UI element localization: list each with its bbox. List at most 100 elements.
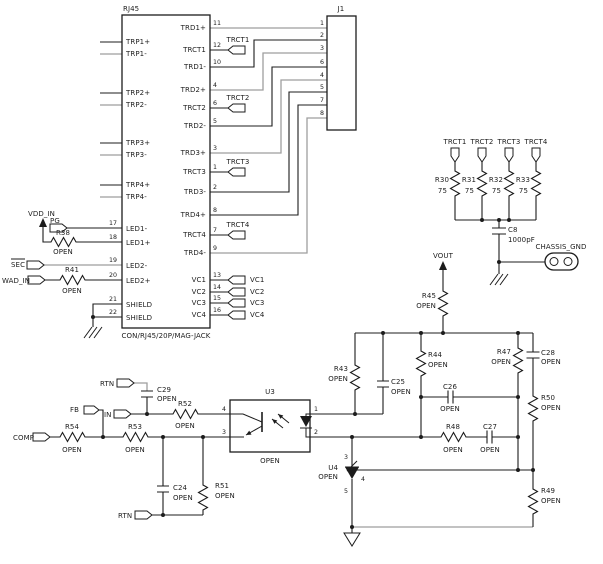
in-flag — [113, 409, 132, 419]
rj45-pin-number: 16 — [213, 307, 221, 314]
pg-net-label: PG — [50, 217, 60, 225]
capacitor-c24 — [157, 485, 169, 493]
c24-ref: C24 — [173, 484, 188, 492]
rj45-pin-number: 11 — [213, 20, 221, 27]
wires-gray — [44, 27, 533, 528]
c29-value: OPEN — [157, 395, 177, 403]
signal-ground-triangle — [343, 532, 361, 547]
vc1-flag — [227, 275, 246, 285]
rj45-pin-label: VC3 — [192, 299, 206, 307]
rj45-pin-number: 10 — [213, 59, 221, 66]
rj45-pin-label: SHIELD — [126, 314, 152, 322]
r31-value: 75 — [465, 187, 474, 195]
j1-pin-number: 5 — [320, 84, 324, 91]
u4-pin-number: 5 — [344, 488, 348, 495]
rj45-pin-number: 19 — [109, 257, 117, 264]
rj45-pin-number: 5 — [213, 118, 217, 125]
r41-ref: R41 — [65, 266, 79, 274]
r47-value: OPEN — [491, 358, 511, 366]
r45-value: OPEN — [416, 302, 436, 310]
r30-value: 75 — [438, 187, 447, 195]
r52-ref: R52 — [178, 400, 192, 408]
c27-value: OPEN — [480, 446, 500, 454]
chassis-ground-hatch — [489, 273, 509, 286]
resistor-r48 — [438, 431, 469, 443]
capacitor-c8 — [492, 227, 506, 235]
j1-pin-number: 2 — [320, 32, 324, 39]
rj45-connector-body — [121, 14, 211, 329]
j1-pin-number: 3 — [320, 45, 324, 52]
r30-ref: R30 — [435, 176, 449, 184]
light-arrow-1 — [272, 419, 278, 424]
vc3-net-label: VC3 — [250, 299, 264, 307]
r47-ref: R47 — [497, 348, 511, 356]
vc2-net-label: VC2 — [250, 288, 264, 296]
vdd-in-net-label: VDD_IN — [28, 210, 55, 218]
chassis-gnd-label: CHASSIS_GND — [536, 243, 587, 251]
resistor-r49 — [527, 486, 539, 517]
rj45-pin-number: 3 — [213, 145, 217, 152]
rj45-pin-label: TRD2- — [183, 122, 206, 130]
vc2-flag — [227, 287, 246, 297]
rj45-pin-number: 6 — [213, 100, 217, 107]
r50-value: OPEN — [541, 404, 561, 412]
trct3-term-label: TRCT3 — [497, 138, 521, 146]
r51-value: OPEN — [215, 492, 235, 500]
trct3-flag — [227, 167, 246, 177]
in-net-label: IN — [104, 411, 112, 419]
resistor-r47 — [512, 345, 524, 376]
r52-value: OPEN — [175, 422, 195, 430]
r38-ref: R38 — [56, 229, 70, 237]
rj45-pin-label: LED2+ — [126, 277, 151, 285]
trct2-net-label: TRCT2 — [226, 94, 250, 102]
r53-ref: R53 — [128, 423, 142, 431]
rj45-pin-label: TRCT4 — [182, 231, 206, 239]
rj45-pin-label: TRD3+ — [180, 149, 206, 157]
trct1-flag — [227, 45, 246, 55]
c8-value: 1000pF — [508, 236, 535, 244]
rtn-bottom-flag — [134, 510, 153, 520]
rj45-pin-label: LED2- — [126, 262, 148, 270]
capacitor-c29 — [141, 390, 153, 398]
rtn-top-flag — [116, 378, 135, 388]
vdd-in-power-arrow — [39, 218, 47, 227]
r44-ref: R44 — [428, 351, 443, 359]
phototransistor-emitter-arrow — [246, 430, 252, 435]
rj45-pin-label: TRD2+ — [180, 86, 206, 94]
rj45-pin-number: 7 — [213, 227, 217, 234]
vc4-net-label: VC4 — [250, 311, 265, 319]
trct4-term-label: TRCT4 — [524, 138, 548, 146]
rj45-pin-label: TRD4+ — [180, 211, 206, 219]
j1-pin-number: 7 — [320, 97, 324, 104]
chassis-gnd-jumper — [544, 252, 579, 271]
rj45-pin-label: TRP2+ — [125, 89, 150, 97]
rj45-pin-label: VC1 — [192, 276, 206, 284]
rj45-pin-label: TRCT1 — [182, 46, 206, 54]
trct3-net-label: TRCT3 — [226, 158, 250, 166]
r32-value: 75 — [492, 187, 501, 195]
trct2-flag — [227, 103, 246, 113]
sec-flag — [26, 260, 45, 270]
resistor-r30 — [449, 168, 461, 199]
r54-ref: R54 — [65, 423, 80, 431]
capacitor-c27 — [486, 430, 493, 444]
sec-net-label: SEC — [11, 261, 25, 269]
c27-ref: C27 — [483, 423, 497, 431]
j1-connector-body — [326, 15, 357, 131]
vc4-flag — [227, 310, 246, 320]
rj45-pin-label: TRP1- — [125, 50, 147, 58]
r53-value: OPEN — [125, 446, 145, 454]
junction-dots — [91, 218, 535, 529]
rj45-pin-label: TRCT2 — [182, 104, 206, 112]
resistor-r33 — [530, 168, 542, 199]
rj45-pin-number: 15 — [213, 295, 221, 302]
rj45-pin-number: 9 — [213, 245, 217, 252]
r51-ref: R51 — [215, 482, 229, 490]
r54-value: OPEN — [62, 446, 82, 454]
fb-flag — [83, 405, 100, 415]
c24-value: OPEN — [173, 494, 193, 502]
fb-net-label: FB — [70, 406, 79, 414]
rtn-bottom-net-label: RTN — [118, 512, 132, 520]
capacitor-c26 — [447, 390, 454, 404]
resistor-r43 — [349, 362, 361, 393]
